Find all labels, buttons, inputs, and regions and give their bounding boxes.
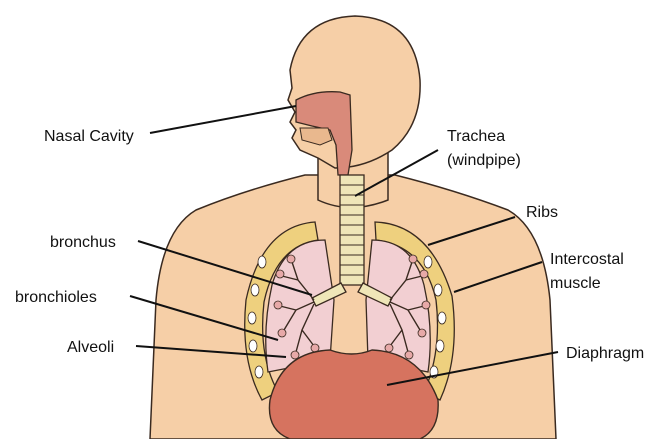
label-ribs: Ribs xyxy=(526,204,558,221)
label-alveoli: Alveoli xyxy=(67,339,114,356)
head xyxy=(288,16,420,168)
label-intercostal-muscle: muscle xyxy=(550,275,601,292)
label-nasal-cavity: Nasal Cavity xyxy=(44,128,134,145)
label-intercostal: Intercostal xyxy=(550,251,624,268)
nasal-cavity-leader xyxy=(150,106,296,133)
trachea xyxy=(340,175,364,285)
label-bronchus: bronchus xyxy=(50,234,116,251)
diaphragm xyxy=(269,350,438,439)
label-trachea: Trachea xyxy=(447,128,505,145)
label-diaphragm: Diaphragm xyxy=(566,345,644,362)
label-trachea-windpipe: (windpipe) xyxy=(447,152,521,169)
label-bronchioles: bronchioles xyxy=(15,289,97,306)
